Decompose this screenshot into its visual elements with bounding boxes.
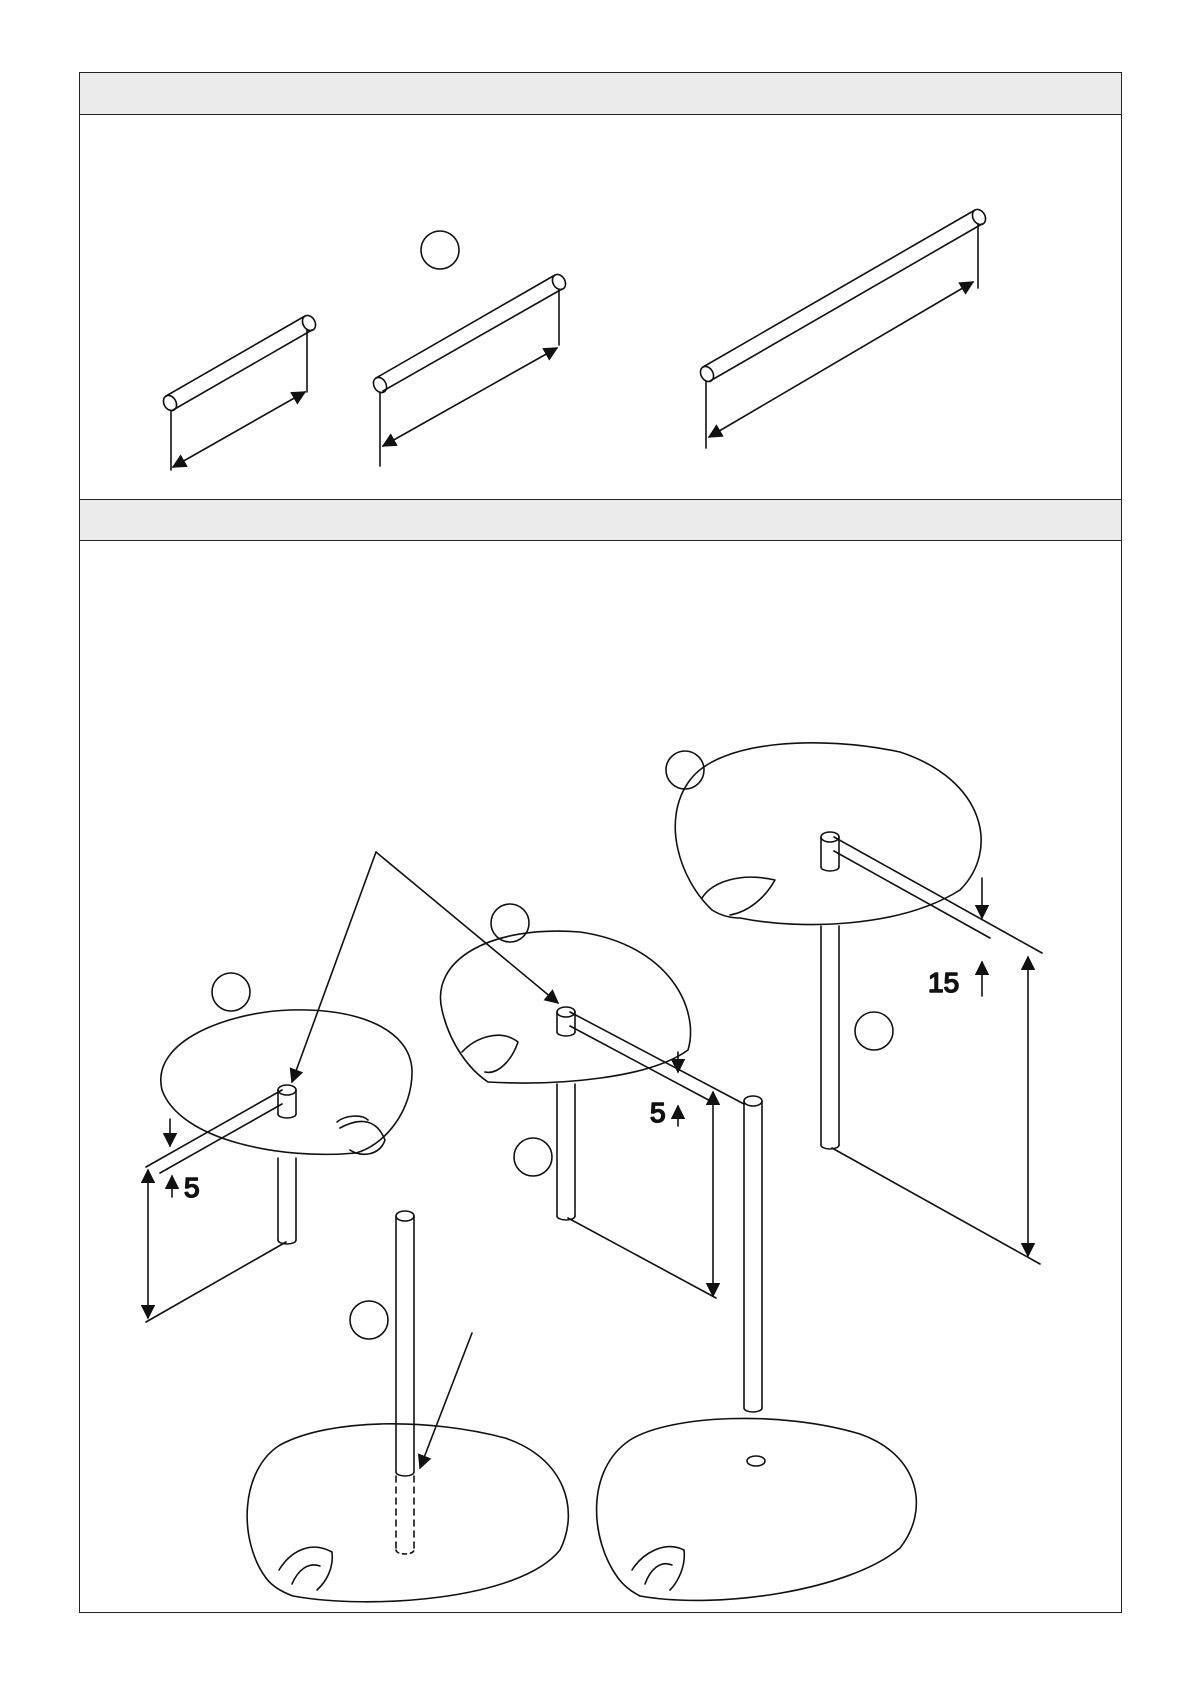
right-shelf-disc	[675, 743, 981, 1149]
loose-pole	[744, 1096, 762, 1412]
callout-circle	[350, 1301, 388, 1339]
long-rod	[698, 207, 988, 448]
callout-circle	[514, 1138, 552, 1176]
middle-shelf-disc	[440, 931, 690, 1220]
right-base-disc	[597, 1418, 917, 1600]
medium-rod-dimension-arrow	[383, 348, 557, 446]
left-base-disc	[247, 1424, 568, 1602]
pointer-line-left	[292, 852, 376, 1082]
left-inset-label: 5	[184, 1172, 200, 1203]
callout-circle	[855, 1012, 893, 1050]
right-extension-line-bottom	[832, 1148, 1040, 1264]
right-extension-line-top	[834, 837, 1042, 953]
left-shelf-disc	[161, 1010, 412, 1244]
right-extension-line-mid	[834, 851, 990, 938]
left-extension-line-top	[146, 1090, 282, 1167]
callout-circle	[421, 231, 459, 269]
middle-extension-line-mid	[570, 1026, 716, 1104]
callout-circle	[666, 751, 704, 789]
left-extension-line-bottom	[146, 1242, 286, 1322]
callout-circle	[212, 973, 250, 1011]
middle-extension-line-top	[570, 1012, 744, 1104]
inserted-pole	[396, 1211, 414, 1554]
middle-extension-line-bottom	[568, 1218, 716, 1298]
pointer-line-middle	[376, 852, 558, 1003]
right-inset-label: 15	[928, 967, 959, 998]
insertion-pointer-arrow	[420, 1333, 472, 1468]
middle-inset-label: 5	[650, 1097, 666, 1128]
short-rod	[161, 313, 318, 470]
short-rod-dimension-arrow	[173, 392, 305, 467]
